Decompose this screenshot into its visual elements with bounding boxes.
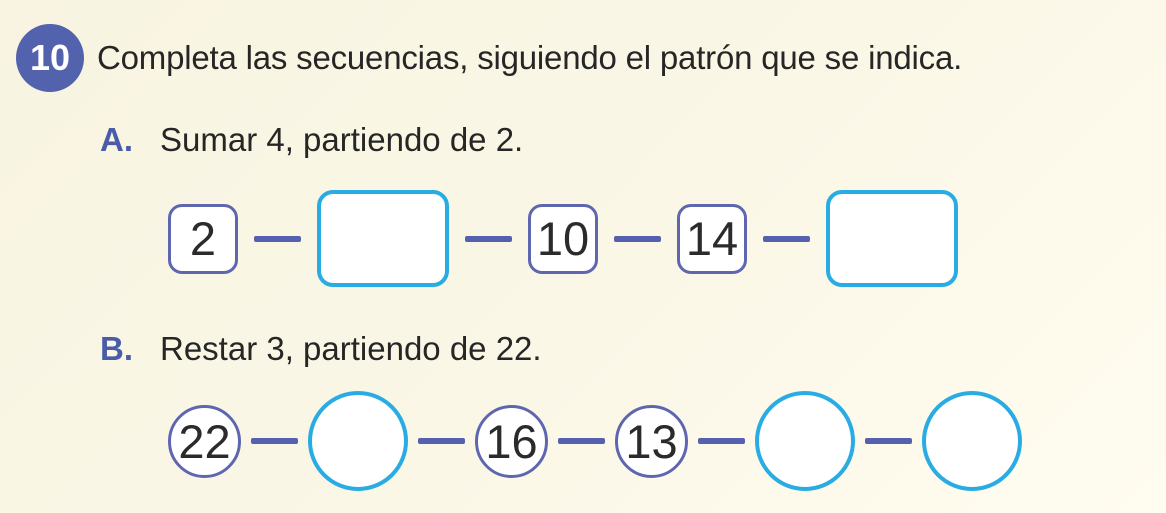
part-a-instruction: Sumar 4, partiendo de 2. [160, 121, 524, 158]
sequence-value-cell: 2 [168, 203, 238, 274]
answer-cell-empty[interactable] [922, 391, 1022, 491]
answer-cell-empty[interactable] [317, 190, 449, 287]
exercise-title: Completa las secuencias, siguiendo el pa… [97, 39, 963, 76]
sequence-value-cell: 22 [168, 404, 241, 478]
answer-cell-empty[interactable] [308, 391, 408, 491]
connector-dash [614, 235, 661, 242]
connector-dash [254, 235, 301, 242]
answer-cell-empty[interactable] [755, 391, 855, 491]
part-b-header: B. Restar 3, partiendo de 22. [100, 330, 542, 368]
part-a-header: A. Sumar 4, partiendo de 2. [100, 121, 523, 159]
sequence-a: 2 10 14 [168, 190, 958, 287]
part-b-label: B. [100, 330, 133, 367]
connector-dash [698, 438, 745, 444]
connector-dash [865, 438, 912, 444]
sequence-value-cell: 16 [475, 404, 548, 478]
answer-cell-empty[interactable] [826, 190, 958, 287]
sequence-value-cell: 14 [677, 203, 747, 274]
connector-dash [763, 235, 810, 242]
connector-dash [251, 438, 298, 444]
sequence-value-cell: 13 [615, 404, 688, 478]
exercise-number-badge: 10 [16, 24, 84, 92]
sequence-value-cell: 10 [528, 203, 598, 274]
sequence-b: 22 16 13 [168, 391, 1022, 491]
connector-dash [418, 438, 465, 444]
connector-dash [465, 235, 512, 242]
part-a-label: A. [100, 121, 133, 158]
exercise-header: 10 Completa las secuencias, siguiendo el… [16, 24, 962, 92]
part-b-instruction: Restar 3, partiendo de 22. [160, 330, 542, 367]
connector-dash [558, 438, 605, 444]
